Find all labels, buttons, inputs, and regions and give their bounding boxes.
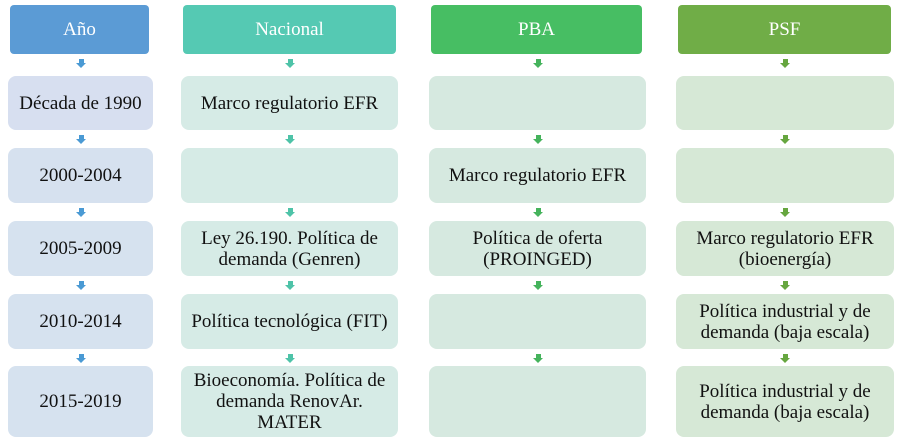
cell-pba-row-4 — [429, 294, 646, 349]
cell-nacional-row-3: Ley 26.190. Política de demanda (Genren) — [181, 221, 398, 276]
column-header-psf: PSF — [678, 5, 891, 54]
cell-nacional-row-1: Marco regulatorio EFR — [181, 76, 398, 130]
cell-psf-row-4: Política industrial y de demanda (baja e… — [676, 294, 894, 349]
column-header-nacional: Nacional — [183, 5, 396, 54]
column-header-pba: PBA — [431, 5, 642, 54]
cell-psf-row-1 — [676, 76, 894, 130]
cell-pba-row-1 — [429, 76, 646, 130]
cell-pba-row-2: Marco regulatorio EFR — [429, 148, 646, 203]
cell-ano-row-1: Década de 1990 — [8, 76, 153, 130]
cell-ano-row-3: 2005-2009 — [8, 221, 153, 276]
cell-nacional-row-2 — [181, 148, 398, 203]
cell-psf-row-3: Marco regulatorio EFR (bioenergía) — [676, 221, 894, 276]
cell-pba-row-3: Política de oferta (PROINGED) — [429, 221, 646, 276]
cell-psf-row-2 — [676, 148, 894, 203]
cell-nacional-row-4: Política tecnológica (FIT) — [181, 294, 398, 349]
cell-nacional-row-5: Bioeconomía. Política de demanda RenovAr… — [181, 366, 398, 437]
cell-psf-row-5: Política industrial y de demanda (baja e… — [676, 366, 894, 437]
cell-ano-row-2: 2000-2004 — [8, 148, 153, 203]
cell-ano-row-5: 2015-2019 — [8, 366, 153, 437]
column-header-ano: Año — [10, 5, 149, 54]
cell-pba-row-5 — [429, 366, 646, 437]
cell-ano-row-4: 2010-2014 — [8, 294, 153, 349]
